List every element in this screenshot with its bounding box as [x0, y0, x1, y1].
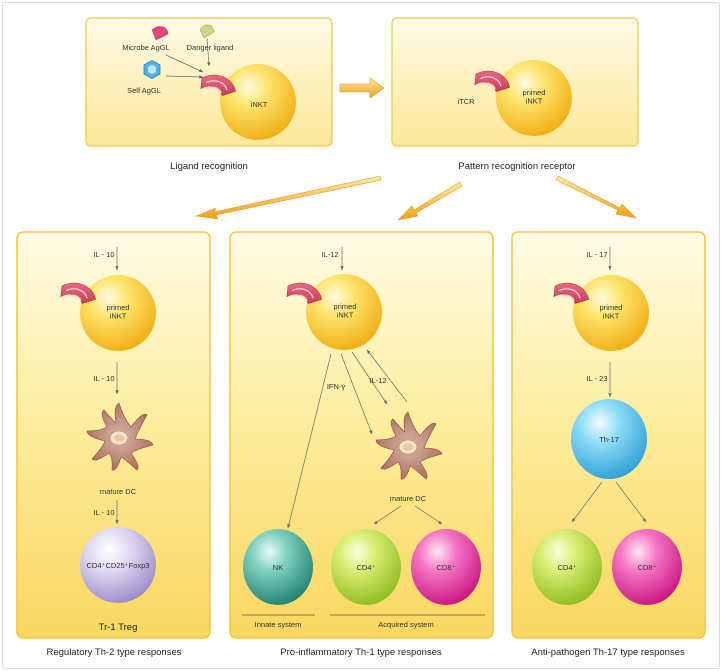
inkt-to-dc-arrow-a	[340, 353, 373, 435]
dc-to-cd8-arrow	[414, 505, 443, 525]
middle-cd4-label: CD4⁺	[357, 563, 376, 572]
treg-cell	[80, 527, 156, 603]
text-line: primed	[334, 302, 357, 311]
self-ligand-inner-icon	[148, 64, 156, 75]
split-arrow-middle	[397, 181, 463, 221]
middle-primed-inkt-cell	[306, 274, 382, 350]
middle-cd8-label: CD8⁺	[437, 563, 456, 572]
right-cd4-label: CD4⁺	[558, 563, 577, 572]
dc-to-inkt-arrow	[366, 349, 408, 403]
middle-mature-dc-label: mature DC	[390, 494, 427, 503]
treg-cell-label: CD4⁺CD25⁺Foxp3	[87, 561, 150, 570]
proinflammatory-caption: Pro-inflammatory Th-1 type responses	[280, 647, 442, 658]
il12-top-label: IL-12	[321, 250, 338, 259]
right-cd8-cell	[612, 529, 682, 605]
middle-cd8-cell	[411, 529, 481, 605]
th17-to-cd4-arrow	[571, 481, 603, 523]
left-primed-inkt-cell	[80, 275, 156, 351]
il10-bottom-label: IL - 10	[94, 508, 115, 517]
antipathogen-caption: Anti-pathogen Th-17 type responses	[531, 647, 685, 658]
text-line: iNKT	[603, 312, 620, 321]
dc-to-cd4-arrow	[373, 505, 402, 525]
pattern-recognition-caption: Pattern recognition receptor	[458, 161, 575, 172]
right-cd4-cell	[532, 529, 602, 605]
innate-system-label: Innate system	[255, 620, 302, 629]
ligand-recognition-caption: Ligand recognition	[170, 161, 248, 172]
il10-top-label: IL - 10	[94, 250, 115, 259]
il10-mid-label: IL - 10	[94, 374, 115, 383]
microbe-arrow	[165, 54, 204, 73]
self-ligand-label: Self AgGL	[127, 86, 161, 95]
danger-arrow	[206, 37, 211, 67]
il23-label: IL - 23	[587, 374, 608, 383]
text-line: primed	[107, 303, 130, 312]
right-cd8-label: CD8⁺	[638, 563, 657, 572]
text-line: iNKT	[337, 311, 354, 320]
split-arrow-right	[555, 175, 637, 219]
treg-label: Tr-1 Treg	[99, 622, 138, 633]
self-arrow	[165, 75, 204, 79]
right-primed-inkt-cell	[573, 275, 649, 351]
left-mature-dc-label: mature DC	[100, 487, 137, 496]
nk-cell-label: NK	[273, 563, 283, 572]
th17-to-cd8-arrow	[615, 481, 647, 523]
split-arrow-left	[194, 175, 382, 220]
inkt-cell-label: iNKT	[251, 100, 268, 109]
regulatory-caption: Regulatory Th-2 type responses	[46, 647, 181, 658]
ifn-gamma-label: IFN-γ	[327, 382, 346, 391]
middle-cd4-cell	[331, 529, 401, 605]
microbe-ligand-label: Microbe AgGL	[122, 43, 170, 52]
primed-inkt-cell	[496, 60, 572, 136]
text-line: iNKT	[110, 312, 127, 321]
ligand-to-pattern-arrow	[339, 77, 385, 99]
danger-ligand-icon	[199, 24, 215, 39]
danger-ligand-label: Danger ligand	[187, 43, 234, 52]
inkt-to-nk-arrow	[287, 353, 332, 529]
inkt-to-dc-arrow-b	[351, 351, 388, 405]
text-line: iNKT	[526, 97, 543, 106]
itcr-label: iTCR	[457, 97, 475, 106]
il17-top-label: IL - 17	[587, 250, 608, 259]
il12-return-label: IL-12	[369, 376, 386, 385]
microbe-ligand-icon	[151, 26, 169, 41]
text-line: primed	[523, 88, 546, 97]
text-line: primed	[600, 303, 623, 312]
acquired-system-label: Acquired system	[378, 620, 433, 629]
nk-cell	[243, 529, 313, 605]
th17-cell-label: Th-17	[599, 435, 619, 444]
inkt-cell	[220, 64, 296, 140]
th17-cell	[571, 399, 647, 479]
